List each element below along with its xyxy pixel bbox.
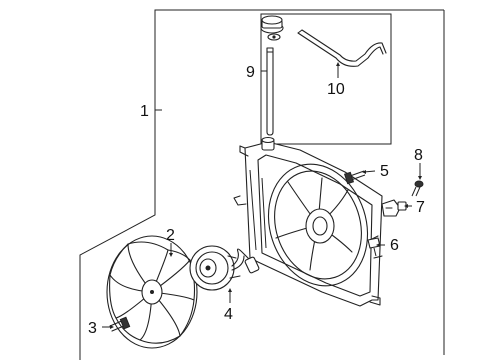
assembly-bracket: [79, 9, 445, 360]
callout-4: 4: [224, 306, 233, 323]
reservoir-subbox: [260, 13, 392, 145]
bolt-5: [343, 170, 366, 185]
fan-shroud: [233, 136, 383, 307]
callout-9: 9: [246, 64, 255, 81]
callout-6: 6: [390, 237, 399, 254]
reservoir-hose: [266, 47, 274, 136]
fan-blade: [106, 235, 198, 349]
callout-1: 1: [140, 103, 149, 120]
callout-5: 5: [380, 163, 389, 180]
callout-3: 3: [88, 320, 97, 337]
reservoir-cap: [260, 15, 284, 41]
bolt-8: [411, 180, 424, 197]
overflow-hose: [297, 29, 387, 67]
callout-7: 7: [416, 199, 425, 216]
motor-harness: [231, 248, 260, 274]
fan-motor: [189, 245, 241, 291]
callout-10: 10: [327, 81, 345, 98]
leader-lines: [102, 62, 422, 329]
connector-7: [381, 199, 407, 217]
callout-2: 2: [166, 227, 175, 244]
callout-8: 8: [414, 147, 423, 164]
bolt-3: [109, 316, 131, 332]
